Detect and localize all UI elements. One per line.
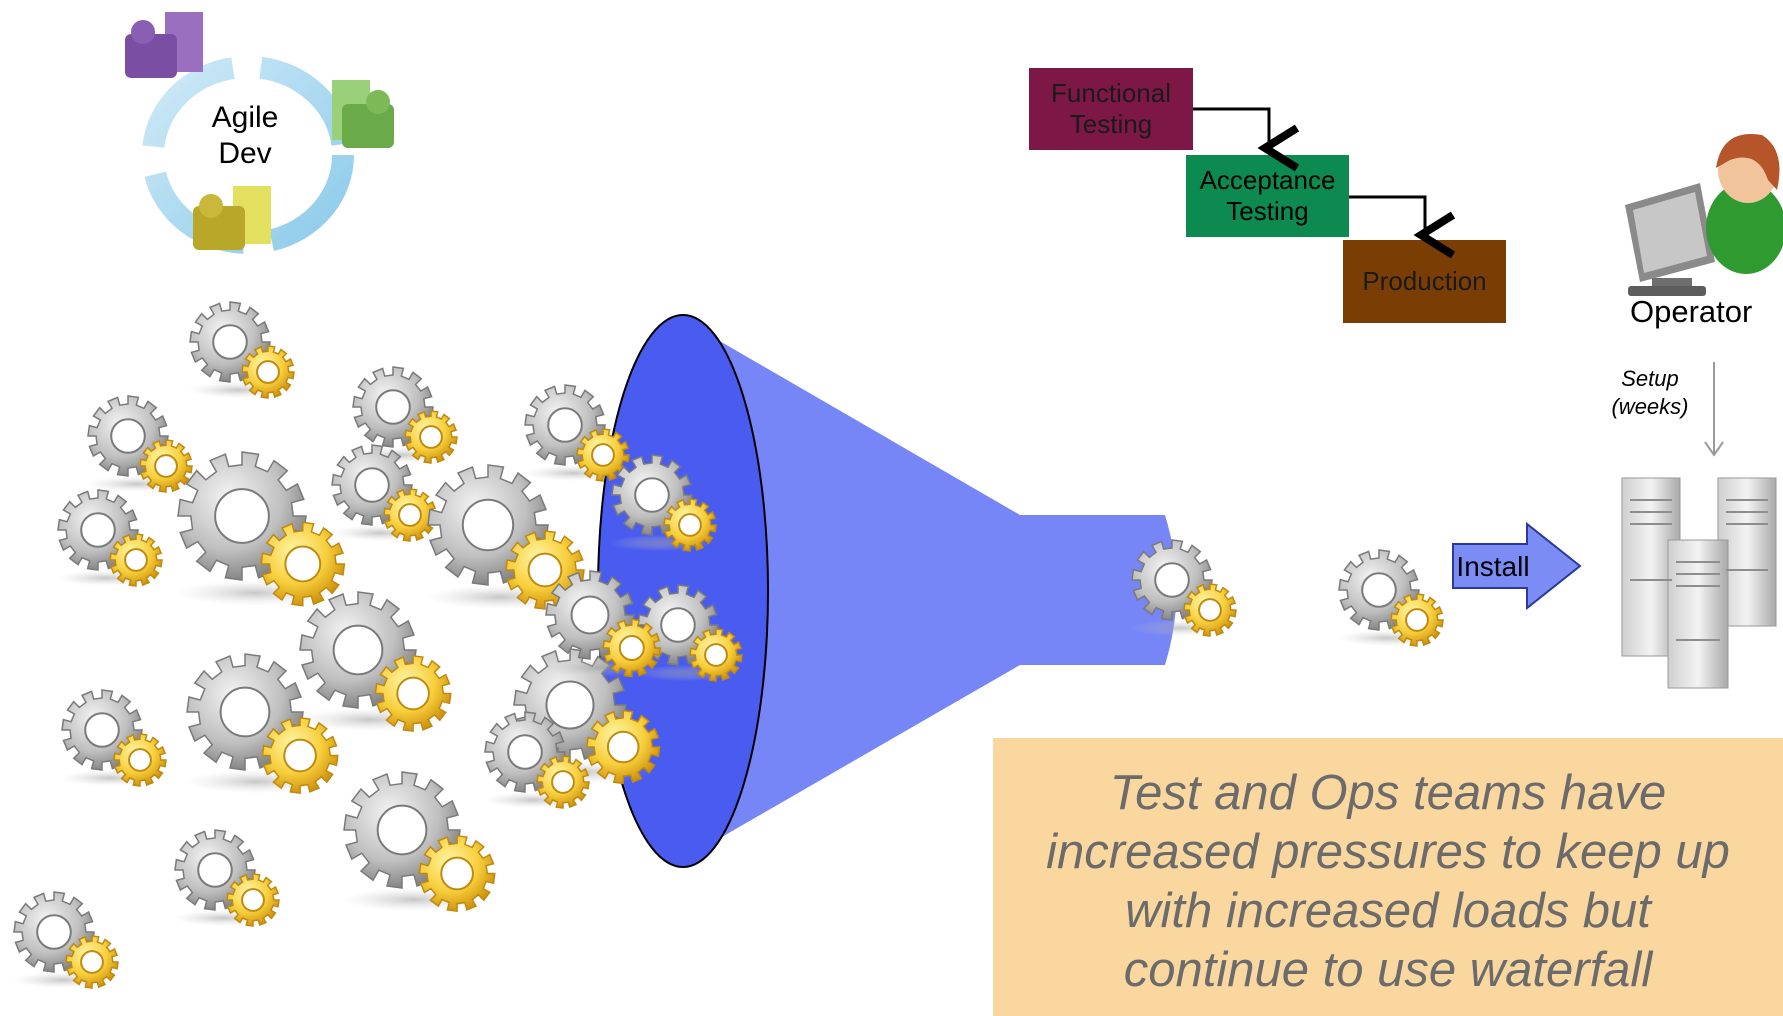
small-gold-gear-icon (536, 755, 590, 809)
flow-arrow-1 (1193, 107, 1300, 172)
install-text: Install (1456, 550, 1530, 582)
acceptance-line2: Testing (1226, 196, 1309, 226)
small-gold-gear-icon (65, 935, 119, 989)
acceptance-line1: Acceptance (1199, 165, 1336, 195)
small-gold-gear-icon (1390, 593, 1444, 647)
functional-testing-box (1029, 68, 1193, 150)
small-gold-gear-icon (585, 709, 661, 785)
functional-line1: Functional (1051, 78, 1171, 108)
small-gold-gear-icon (260, 521, 346, 607)
small-gold-gear-icon (418, 834, 496, 913)
person-icon (193, 186, 271, 250)
agile-label-line1: Agile (211, 101, 279, 134)
agile-label-line2: Dev (218, 137, 272, 170)
setup-line2: (weeks) (1611, 394, 1689, 419)
cycle-arrows-icon (142, 56, 354, 254)
install-arrow (1452, 521, 1582, 611)
small-gold-gear-icon (113, 733, 167, 787)
setup-label: Setup (weeks) (1590, 360, 1710, 426)
person-icon (125, 12, 203, 78)
small-gold-gear-icon (1183, 583, 1237, 637)
small-gold-gear-icon (383, 488, 437, 542)
person-icon (332, 80, 394, 148)
agile-cycle (125, 12, 394, 254)
functional-testing-label: Functional Testing (1029, 68, 1193, 150)
small-gold-gear-icon (261, 716, 339, 795)
small-gold-gear-icon (139, 439, 193, 493)
funnel-body (675, 318, 1177, 864)
setup-line1: Setup (1621, 366, 1679, 391)
operator-label: Operator (1630, 290, 1783, 332)
small-gold-gear-icon (404, 410, 458, 464)
callout-line2: increased pressures to keep up (1046, 825, 1730, 879)
small-gold-gear-icon (241, 345, 295, 399)
callout-box: Test and Ops teams have increased pressu… (993, 738, 1783, 1016)
agile-dev-label: Agile Dev (190, 95, 300, 177)
small-gold-gear-icon (689, 628, 743, 682)
gear-cluster-icon (12, 301, 1444, 989)
small-gold-gear-icon (663, 498, 717, 552)
operator-computer-icon (1625, 133, 1783, 296)
callout-line1: Test and Ops teams have (1109, 766, 1667, 820)
functional-line2: Testing (1069, 109, 1153, 139)
production-text: Production (1362, 266, 1487, 296)
acceptance-testing-label: Acceptance Testing (1186, 155, 1349, 237)
small-gold-gear-icon (602, 618, 662, 678)
small-gold-gear-icon (374, 654, 452, 733)
small-gold-gear-icon (109, 533, 163, 587)
production-label: Production (1343, 240, 1506, 323)
flow-arrow-2 (1349, 195, 1456, 259)
callout-line3: with increased loads but (1125, 884, 1651, 938)
server-rack-icon (1621, 477, 1777, 689)
install-label: Install (1456, 544, 1530, 588)
callout-line4: continue to use waterfall (1123, 943, 1653, 997)
small-gold-gear-icon (226, 873, 280, 927)
small-gold-gear-icon (576, 428, 630, 482)
operator-text: Operator (1630, 293, 1753, 329)
